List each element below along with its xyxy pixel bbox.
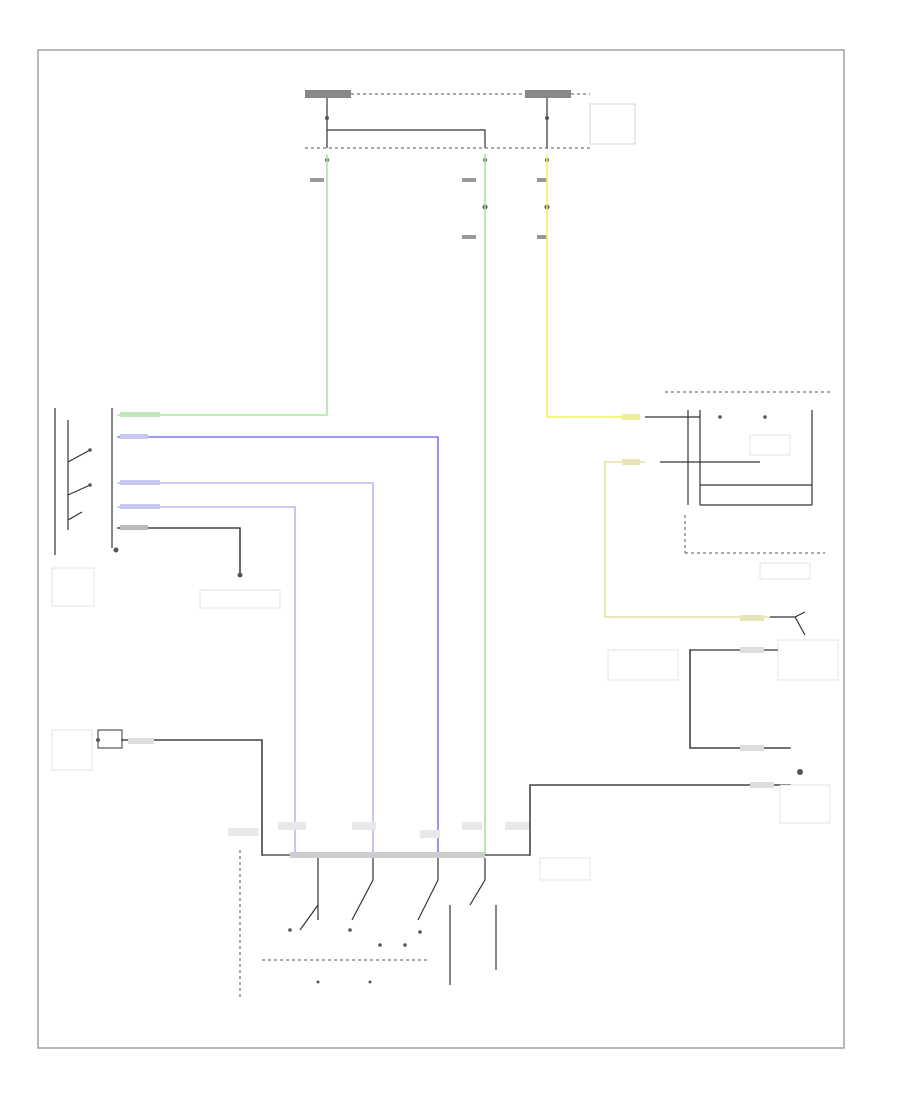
wire-black-sensor — [121, 739, 263, 856]
wire-yellow — [546, 154, 641, 418]
wire-labels — [128, 414, 774, 838]
bottom-switch-block — [239, 850, 591, 1000]
wire-blue-mid — [117, 482, 374, 856]
top-junction-block — [305, 90, 636, 239]
diagram-frame — [37, 49, 845, 1049]
wire-blue-low — [117, 506, 296, 856]
ground-point — [199, 572, 281, 609]
wire-black-right-loop — [689, 649, 791, 749]
wire-black-ground — [117, 527, 241, 573]
wire-black-right-bottom — [529, 784, 791, 856]
wire-blue-main — [117, 436, 439, 856]
right-ground-connector — [779, 769, 831, 824]
wire-green-left — [117, 154, 328, 416]
left-sensor — [51, 729, 123, 771]
right-switch — [607, 611, 839, 681]
left-switch-assembly — [51, 408, 160, 607]
control-unit — [645, 391, 830, 580]
